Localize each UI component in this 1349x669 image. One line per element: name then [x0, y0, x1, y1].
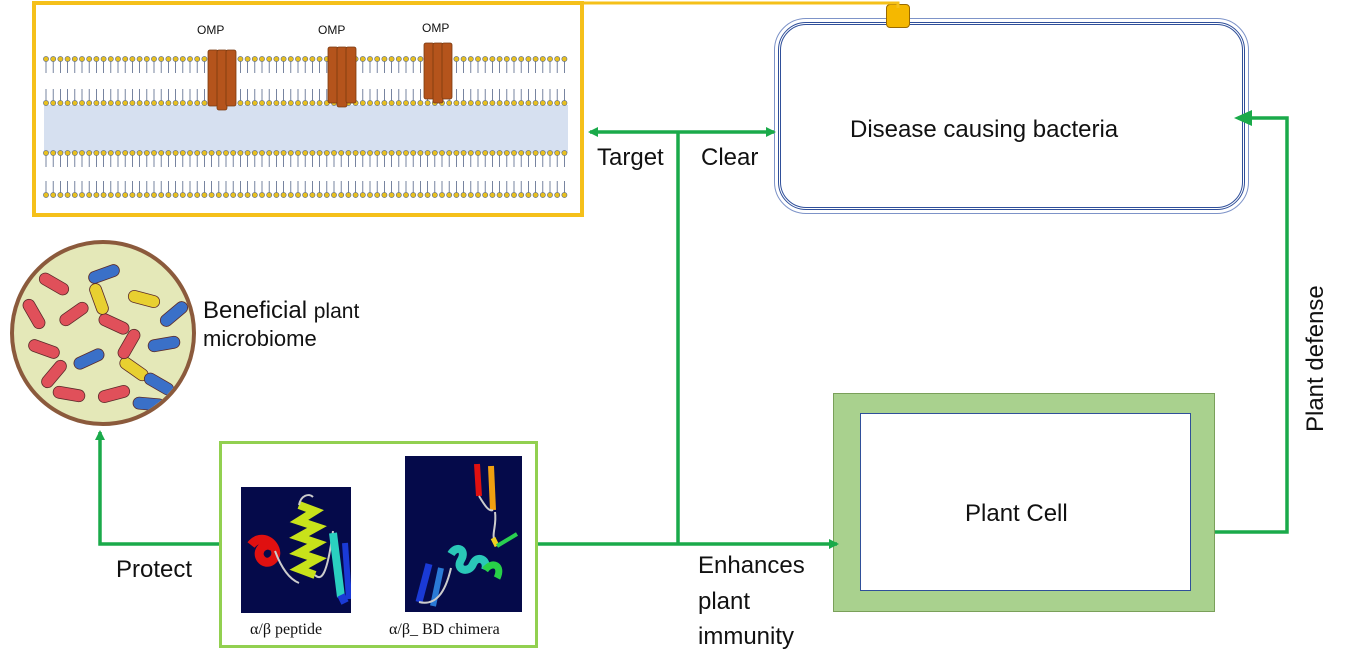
microbiome-label-part2: plant [313, 300, 360, 323]
membrane-panel [32, 1, 584, 217]
target-label: Target [597, 144, 664, 171]
peptide-caption: α/β peptide [250, 621, 323, 638]
peptide-structure-image [241, 487, 351, 613]
plant-cell-label: Plant Cell [965, 500, 1068, 527]
chimera-ribbon-icon [415, 463, 519, 607]
microbiome-bacteria-illustration [22, 264, 189, 412]
chimera-structure-image [405, 456, 522, 612]
enhances-label-line1: Enhances [698, 552, 805, 579]
chimera-caption: α/β_ BD chimera [389, 621, 500, 638]
omp-label-1: OMP [197, 23, 225, 37]
clear-label: Clear [701, 144, 759, 171]
enhances-label-line2: plant [698, 588, 751, 615]
peptide-ribbon-icon [247, 494, 351, 605]
omp-label-2: OMP [318, 23, 346, 37]
microbiome-label-part1: Beneficial [203, 297, 308, 324]
microbiome-label-line2: microbiome [203, 326, 317, 351]
enhances-label-line3: immunity [698, 623, 795, 650]
microbiome-circle [10, 240, 196, 426]
plant-cell [860, 413, 1191, 591]
protect-label: Protect [116, 556, 193, 583]
bacteria-label: Disease causing bacteria [850, 116, 1119, 143]
plant-defense-label: Plant defense [1302, 285, 1329, 432]
protect-arrow [95, 430, 219, 546]
omp-label-3: OMP [422, 21, 450, 35]
microbiome-label-line1: Beneficial plant [203, 297, 359, 325]
membrane-illustration [43, 42, 568, 198]
membrane-connector [584, 1, 900, 8]
plant-defense-arrow [1215, 110, 1289, 534]
